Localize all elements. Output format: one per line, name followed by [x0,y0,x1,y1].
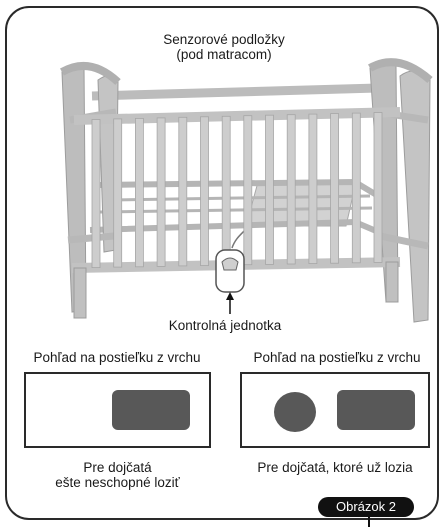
crib-slat [156,117,166,267]
caption-right: Pre dojčatá, ktoré už lozia [257,460,413,475]
view-title-left: Pohľad na postieľku z vrchu [33,350,201,365]
crib-slat [351,112,361,264]
sensor-pads-label-line2: (pod matracom) [176,47,272,62]
figure-label-tick [368,517,370,527]
caption-left-line2: ešte neschopné loziť [55,475,180,490]
crib-slat [243,115,253,266]
crib-slat [200,116,209,267]
sensor-pad-rect [337,390,415,430]
crib-slat [221,115,231,266]
sensor-pad-rect [112,390,190,430]
crib-left-end [60,62,121,313]
top-view-box-left [24,372,211,448]
caption-left: Pre dojčatá ešte neschopné loziť [24,460,211,490]
crib-illustration [60,58,433,323]
figure-label-badge: Obrázok 2 [318,497,414,517]
caption-left-line1: Pre dojčatá [83,460,152,475]
crib-slat [330,113,340,264]
crib-slat [373,112,383,263]
view-title-right: Pohľad na postieľku z vrchu [253,350,421,365]
sensor-pad-circle [274,392,316,432]
crib-legs [73,261,399,319]
crib-front-top-rail [73,107,401,125]
crib-slat [265,114,274,265]
crib-back-rail [91,83,379,101]
sensor-pads-label-line1: Senzorové podložky [163,32,285,47]
control-unit-arrow [226,292,234,314]
figure-frame [5,6,439,520]
control-unit-device [215,249,245,293]
crib-slat [308,113,318,264]
crib-slat [286,114,296,265]
crib-slat [134,118,144,268]
crib-slat [113,118,123,268]
crib-front-slats [91,112,383,269]
top-view-box-right [240,372,430,448]
sensor-pad [245,181,357,227]
crib-slat [91,119,101,269]
crib-slat [178,116,188,267]
sensor-pads-label: Senzorové podložky (pod matracom) [144,32,304,62]
control-unit-label: Kontrolná jednotka [168,318,282,333]
